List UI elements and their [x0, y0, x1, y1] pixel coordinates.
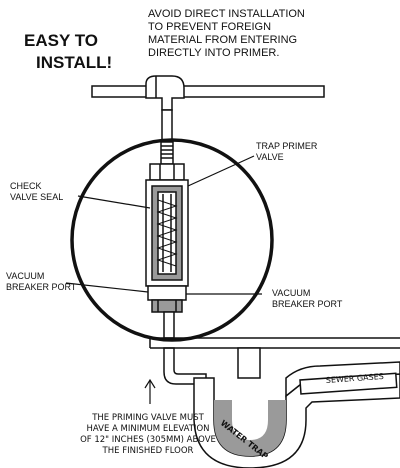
bottom-note-line-2: HAVE A MINIMUM ELEVATION [86, 424, 209, 434]
trap-primer-label-2: VALVE [256, 152, 284, 162]
p-trap [193, 347, 400, 468]
top-note-line-1: AVOID DIRECT INSTALLATION [148, 8, 305, 20]
vacuum-left-label-2: BREAKER PORT [6, 282, 77, 292]
sewer-gases-label: SEWER GASES [326, 372, 385, 385]
discharge-pipe [163, 311, 207, 385]
trap-primer-valve-body [145, 141, 189, 313]
bottom-note-line-3: OF 12" INCHES (305MM) ABOVE [80, 435, 216, 445]
headline-line-1: EASY TO [24, 31, 98, 50]
top-note-line-3: MATERIAL FROM ENTERING [148, 34, 297, 46]
finished-floor [149, 337, 400, 349]
vacuum-right-label-2: BREAKER PORT [272, 299, 343, 309]
top-note-line-2: TO PREVENT FOREIGN [148, 21, 271, 33]
magnifier-circle [70, 138, 274, 342]
bottom-note-line-4: THE FINISHED FLOOR [102, 446, 194, 456]
check-valve-label-2: VALVE SEAL [10, 192, 63, 202]
vacuum-right-label-1: VACUUM [272, 288, 310, 298]
bottom-note-line-1: THE PRIMING VALVE MUST [91, 413, 204, 423]
elevation-arrow [144, 378, 156, 404]
check-valve-label-1: CHECK [10, 181, 42, 191]
vacuum-left-label-1: VACUUM [6, 271, 44, 281]
tee-fitting [145, 75, 185, 111]
headline-line-2: INSTALL! [36, 53, 112, 72]
supply-pipe [91, 85, 325, 98]
trap-primer-label-1: TRAP PRIMER [256, 141, 318, 151]
leader-lines [65, 155, 262, 295]
top-note-line-4: DIRECTLY INTO PRIMER. [148, 47, 279, 59]
